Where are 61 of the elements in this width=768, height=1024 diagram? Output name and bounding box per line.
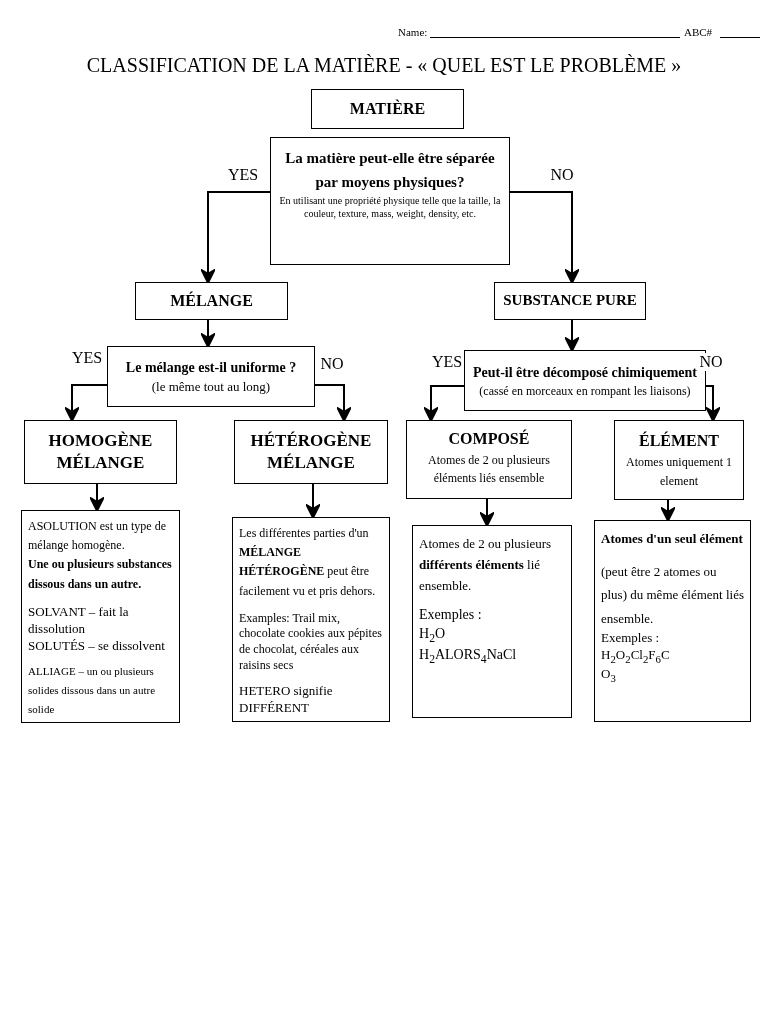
arrow xyxy=(314,384,352,423)
arrow xyxy=(200,191,271,285)
arrow xyxy=(89,483,105,513)
category-box xyxy=(311,89,464,129)
node-text: Les différentes parties d'un MÉLANGE HÉTÉROGÈNE peut être facilement vu et pris dehors. xyxy=(239,525,377,600)
node-text: (le même tout au long) xyxy=(150,379,272,397)
node-text: HETERO signifie DIFFÉRENT xyxy=(239,683,334,717)
node-text: Atomes d'un seul élément xyxy=(601,530,744,548)
node-text: MÉLANGE xyxy=(169,290,254,311)
node-text: HÉTÉROGÈNE MÉLANGE xyxy=(249,429,373,474)
arrow xyxy=(479,498,495,528)
node-text: Exemples : xyxy=(601,629,661,647)
info-box xyxy=(232,517,390,722)
arrow xyxy=(305,483,321,520)
node-text: Peut-il être décomposé chimiquement xyxy=(471,363,699,382)
category-box xyxy=(135,282,288,320)
title: CLASSIFICATION DE LA MATIÈRE - « QUEL EST LE PROBLÈME » xyxy=(85,54,683,77)
arrow xyxy=(200,319,216,349)
node-text: SOLVANT – fait la dissolution xyxy=(28,603,130,638)
question-box xyxy=(270,137,510,265)
node-text: ASOLUTION est un type de mélange homogène. xyxy=(28,518,167,555)
node-text: H$_{2}$O xyxy=(419,624,447,646)
node-text: La matière peut-elle être séparée par moyens physiques? xyxy=(284,149,496,192)
node-text: SUBSTANCE PURE xyxy=(502,291,638,311)
arrow xyxy=(705,385,721,423)
node-text: Examples: Trail mix, chocolate cookies aux pépites de chocolat, céréales aux raisins secs xyxy=(239,610,383,674)
node-text: Atomes uniquement 1 element xyxy=(625,454,733,491)
node-text: Le mélange est-il uniforme ? xyxy=(124,358,298,377)
node-text: O$_{3}$ xyxy=(601,665,617,685)
node-text: MATIÈRE xyxy=(348,98,427,119)
node-text: Atomes de 2 ou plusieurs différents éléments lié ensemble. xyxy=(419,535,553,595)
category-box xyxy=(614,420,744,500)
node-text: COMPOSÉ xyxy=(447,428,531,449)
field-label: Name: xyxy=(398,26,428,38)
field-label: ABC# xyxy=(684,26,713,38)
node-text: SOLUTÉS – se dissolvent xyxy=(28,637,166,655)
node-text: Exemples : xyxy=(419,606,483,625)
question-box xyxy=(107,346,315,407)
node-text: En utilisant une propriété physique telle que la taille, la couleur, texture, mass, weight, density, etc. xyxy=(278,194,502,220)
category-box xyxy=(234,420,388,484)
node-text: H$_{2}$ALORS$_{4}$NaCl xyxy=(419,645,518,667)
arrow xyxy=(423,385,465,423)
arrow xyxy=(64,384,108,423)
node-text: (peut être 2 atomes ou plus) du même élément liés ensemble. xyxy=(601,562,744,628)
info-box xyxy=(21,510,180,724)
arrow xyxy=(564,319,580,353)
category-box xyxy=(24,420,177,484)
node-text: (cassé en morceaux en rompant les liaisons) xyxy=(478,383,692,400)
node-text: Atomes de 2 ou plusieurs éléments liés ensemble xyxy=(427,452,551,487)
category-box xyxy=(494,282,646,320)
arrow xyxy=(509,191,580,285)
node-text: ALLIAGE – un ou plusieurs solides dissous dans un autre solide xyxy=(28,664,157,717)
node-text: H$_{2}$O$_{2}$Cl$_{2}$F$_{6}$C xyxy=(601,646,671,666)
edge-label: NO xyxy=(697,353,725,371)
node-text: ÉLÉMENT xyxy=(638,430,720,451)
category-box xyxy=(406,420,572,499)
node-text: HOMOGÈNE MÉLANGE xyxy=(47,429,154,474)
info-box xyxy=(594,520,751,722)
arrow xyxy=(660,499,676,523)
node-text: Une ou plusieurs substances dissous dans un autre. xyxy=(28,556,173,593)
info-box xyxy=(412,525,572,718)
